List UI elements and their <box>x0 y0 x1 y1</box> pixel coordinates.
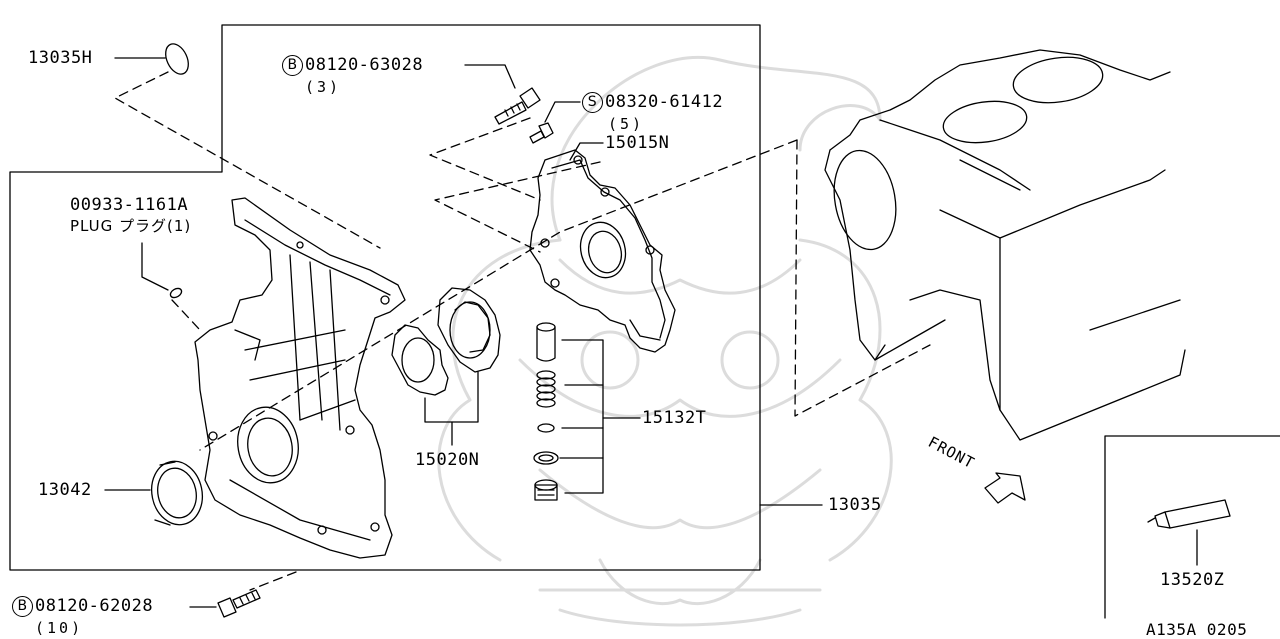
b-symbol-icon: B <box>282 55 303 76</box>
bolt-top-qty: (3) <box>305 78 342 96</box>
screw-qty: (5) <box>608 115 645 133</box>
sealant-tube-icon <box>1147 499 1231 529</box>
front-arrow-icon <box>984 472 1026 504</box>
bolt-08120-63028 <box>494 87 541 125</box>
plug-number: 00933-1161A <box>70 195 189 215</box>
part-13042-label: 13042 <box>38 480 92 500</box>
part-13035H-label: 13035H <box>28 48 93 68</box>
oil-seal <box>151 460 203 526</box>
bolt-08120-62028 <box>217 589 261 618</box>
watermark-emblem <box>437 56 893 627</box>
bolt-bottom-qty: (10) <box>35 619 84 637</box>
front-cover <box>194 197 406 559</box>
relief-valve-parts <box>533 322 559 501</box>
engine-block <box>824 49 1186 441</box>
part-15132T-label: 15132T <box>642 408 707 428</box>
bolt-bottom-number: 08120-62028 <box>35 596 154 616</box>
dashed-guides <box>114 71 931 591</box>
assembly-frame <box>9 24 761 571</box>
leader-lines <box>104 57 1198 608</box>
part-13520Z-label: 13520Z <box>1160 570 1225 590</box>
screw-number: 08320-61412 <box>605 92 724 112</box>
bolt-top-number: 08120-63028 <box>305 55 424 75</box>
part-13035-label: 13035 <box>828 495 882 515</box>
diagram-code: A135A 0205 <box>1146 620 1248 639</box>
oil-pump-body <box>529 149 676 353</box>
small-plug <box>169 287 183 299</box>
plug-label: PLUG プラグ(1) <box>70 217 192 235</box>
screw-08320-61412 <box>529 122 554 144</box>
part-15015N-label: 15015N <box>605 133 670 153</box>
s-symbol-icon: S <box>582 92 603 113</box>
oil-pump-rotors <box>391 287 501 396</box>
oval-plug-13035H <box>165 43 189 75</box>
b-symbol-icon-bottom: B <box>12 596 33 617</box>
sealant-frame <box>1104 435 1280 619</box>
part-15020N-label: 15020N <box>415 450 480 470</box>
